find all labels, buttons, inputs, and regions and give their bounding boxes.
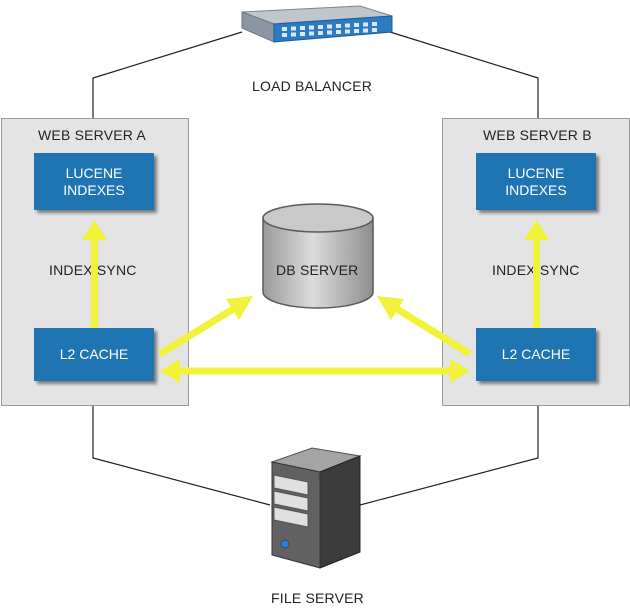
web-server-a-title: WEB SERVER A (38, 127, 146, 143)
db-server-label: DB SERVER (276, 262, 359, 278)
file-server-label: FILE SERVER (271, 590, 364, 606)
server-a-to-fileserver-line (92, 405, 271, 506)
server-b-index-sync-label: INDEX SYNC (492, 262, 580, 278)
server-b-index-line1: LUCENE (507, 164, 565, 181)
server-a-cache-label: L2 CACHE (59, 346, 129, 362)
server-a-index-sync-label: INDEX SYNC (49, 262, 137, 278)
server-b-cache-label: L2 CACHE (501, 346, 571, 362)
server-a-index-line1: LUCENE (65, 164, 123, 181)
tower-server-icon (270, 447, 362, 569)
lb-to-server-b-line (389, 31, 539, 118)
network-switch-icon (241, 5, 393, 43)
load-balancer-label: LOAD BALANCER (252, 78, 373, 94)
server-b-to-fileserver-line (359, 405, 539, 506)
server-b-lucene-indexes-box: LUCENE INDEXES (476, 153, 596, 210)
database-cylinder-icon (262, 203, 374, 309)
server-a-lucene-indexes-box: LUCENE INDEXES (34, 153, 154, 210)
server-b-index-line2: INDEXES (505, 181, 567, 198)
lb-to-server-a-line (92, 31, 243, 118)
server-a-l2-cache-box: L2 CACHE (34, 328, 154, 381)
web-server-b-title: WEB SERVER B (483, 127, 592, 143)
server-a-index-line2: INDEXES (63, 181, 125, 198)
server-b-l2-cache-box: L2 CACHE (476, 328, 596, 381)
